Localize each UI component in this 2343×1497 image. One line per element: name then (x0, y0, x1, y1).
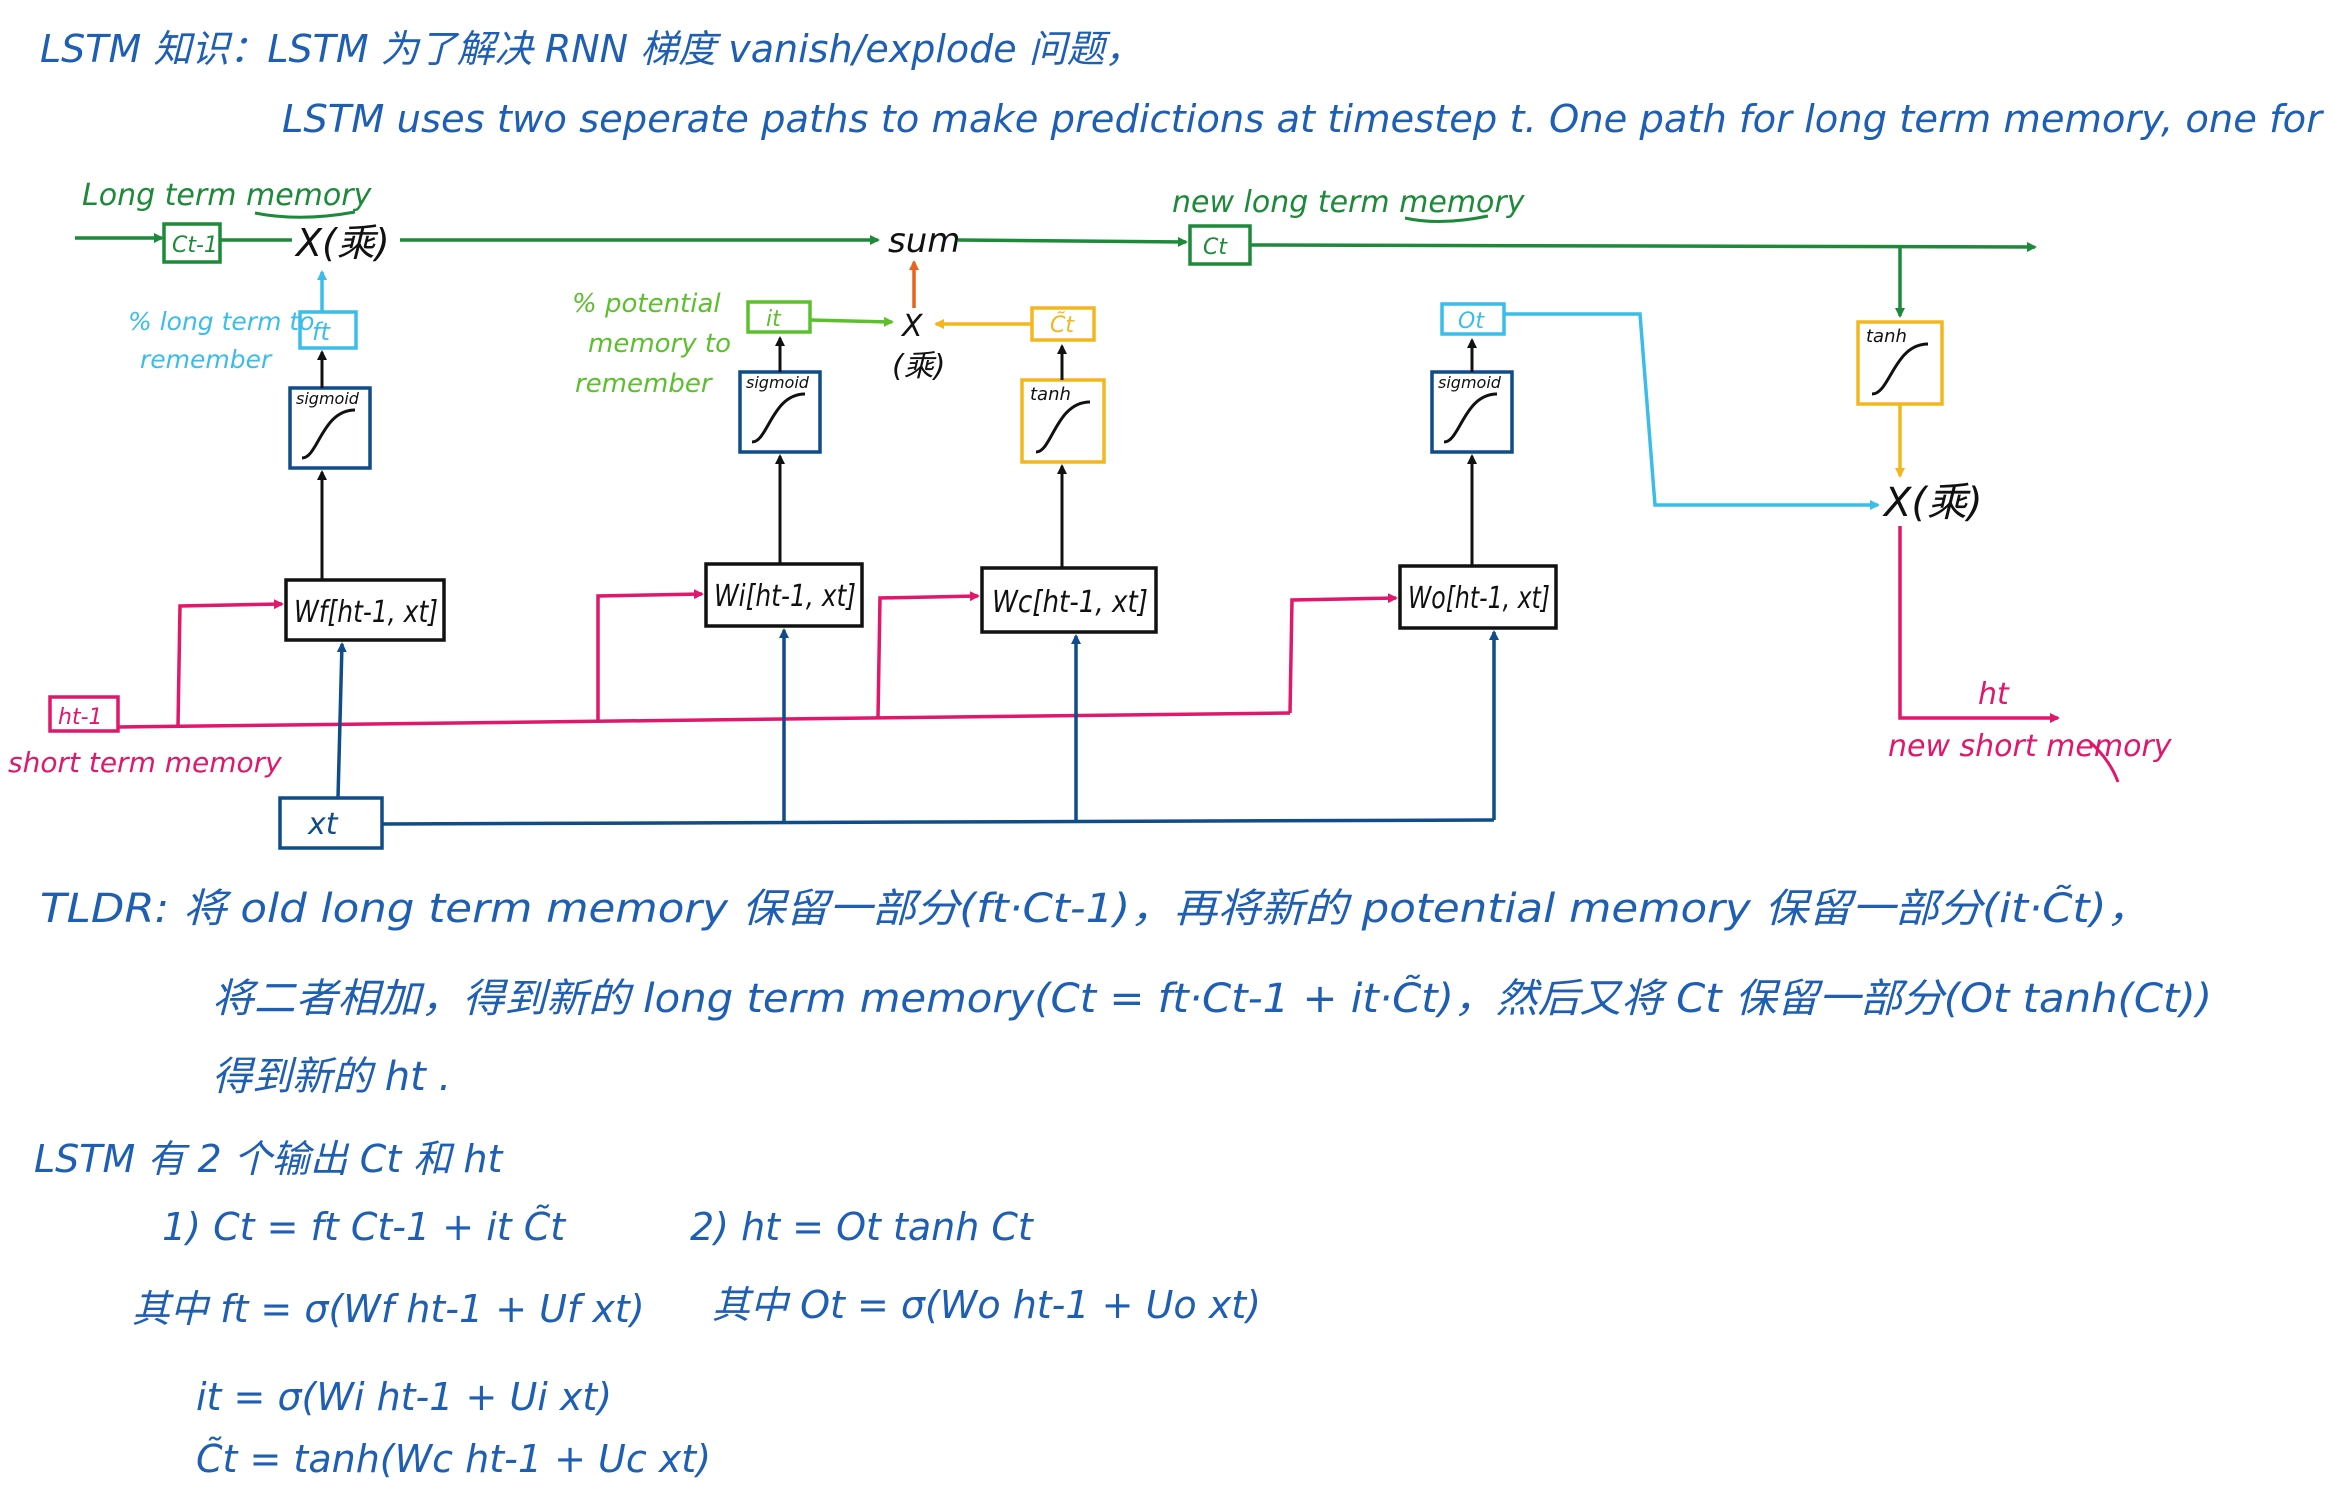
forget-sigmoid-label: sigmoid (296, 389, 360, 408)
forget-sigmoid-curve (301, 408, 356, 460)
output-mult-to-ht-arrow (1898, 526, 2060, 723)
equation-2: 2) ht = Ot tanh Ct (690, 1205, 1035, 1249)
h-prev-label: ht-1 (58, 705, 103, 730)
output-tanh-curve (1871, 342, 1929, 396)
outputs-title: LSTM 有 2 个输出 Ct 和 ht (34, 1137, 504, 1181)
ot-label: Ot (1458, 309, 1485, 334)
tldr-line-1: TLDR: 将 old long term memory 保留一部分(ft·Ct… (40, 884, 2150, 932)
ft-label: ft (312, 318, 331, 346)
h-prev-to-wc-arrow (876, 591, 980, 719)
candidate-tanh-label: tanh (1030, 384, 1071, 405)
ht-label: ht (1978, 677, 2010, 712)
input-multiply-x: X (900, 309, 924, 344)
forget-sigmoid-box (288, 386, 372, 470)
new-long-term-memory-underline (1404, 214, 1489, 224)
sum-node: sum (888, 221, 960, 261)
xt-label: xt (307, 807, 339, 842)
wc-box (980, 566, 1158, 634)
equation-1: 1) Ct = ft Ct-1 + it C̃t (162, 1205, 567, 1249)
xt-main-line (381, 818, 1495, 826)
input-sigmoid-curve (751, 392, 806, 444)
wf-box (284, 578, 446, 642)
h-prev-to-wf-arrow (176, 599, 284, 727)
wf-label: Wf[ht-1, xt] (294, 595, 438, 630)
equation-1-ctilde: C̃t = tanh(Wc ht-1 + Uc xt) (196, 1437, 711, 1481)
pct-long-term-label-2: remember (140, 345, 273, 374)
forget-multiply-node: X(乘) (294, 221, 390, 265)
header-line-1: LSTM 知识：LSTM 为了解决 RNN 梯度 vanish/explode … (40, 27, 1143, 71)
equation-1-ft: 其中 ft = σ(Wf ht-1 + Uf xt) (132, 1287, 645, 1331)
ot-to-output-mult-arrow (1504, 312, 1880, 510)
tldr-line-3: 得到新的 ht . (212, 1054, 451, 1100)
output-sigmoid-label: sigmoid (1438, 373, 1502, 392)
candidate-tanh-curve (1035, 400, 1091, 454)
wi-label: Wi[ht-1, xt] (714, 579, 856, 614)
h-prev-box (48, 695, 120, 733)
ctilde-label: C̃t (1050, 312, 1075, 338)
xt-to-wf-arrow (336, 642, 347, 799)
input-multiply-char: (乘) (892, 349, 945, 384)
ot-box (1440, 302, 1506, 336)
ct-label: Ct (1203, 235, 1228, 260)
wc-label: Wc[ht-1, xt] (992, 585, 1148, 620)
output-multiply-node: X(乘) (1882, 480, 1983, 526)
output-sigmoid-curve (1443, 392, 1498, 444)
header-line-2: LSTM uses two seperate paths to make pre… (282, 97, 2324, 141)
equation-1-it: it = σ(Wi ht-1 + Ui xt) (196, 1375, 612, 1419)
h-prev-main-line (117, 711, 1291, 729)
wo-label: Wo[ht-1, xt] (1408, 581, 1550, 616)
input-sigmoid-label: sigmoid (746, 373, 810, 392)
tldr-line-2: 将二者相加，得到新的 long term memory(Ct = ft·Ct-1… (212, 974, 2212, 1022)
pct-potential-label-3: remember (575, 369, 714, 399)
new-long-term-memory-label: new long term memory (1172, 185, 1526, 220)
long-term-memory-underline (254, 210, 356, 219)
new-short-term-memory-label: new short memory (1888, 729, 2173, 764)
wi-box (704, 562, 864, 628)
pct-long-term-label-1: % long term to (128, 307, 314, 336)
c-prev-box (162, 222, 222, 264)
it-box (746, 300, 812, 334)
pct-potential-label-1: % potential (572, 289, 721, 319)
pct-potential-label-2: memory to (588, 329, 731, 359)
ft-box (298, 310, 358, 350)
ct-output-arrow (1249, 241, 2037, 252)
it-to-input-mult-arrow (809, 316, 894, 327)
equation-2-ot: 其中 Ot = σ(Wo ht-1 + Uo xt) (712, 1283, 1261, 1327)
it-label: it (766, 307, 782, 332)
short-term-memory-label: short term memory (8, 746, 282, 779)
c-prev-label: Ct-1 (172, 233, 218, 258)
output-tanh-label: tanh (1866, 326, 1907, 347)
long-term-memory-label: Long term memory (82, 178, 373, 213)
new-short-term-memory-underline (2088, 740, 2120, 783)
sum-to-ct-line (957, 236, 1188, 247)
wo-box (1398, 564, 1558, 630)
h-prev-to-wi-arrow (596, 589, 704, 720)
h-prev-to-wo-arrow (1288, 593, 1398, 714)
